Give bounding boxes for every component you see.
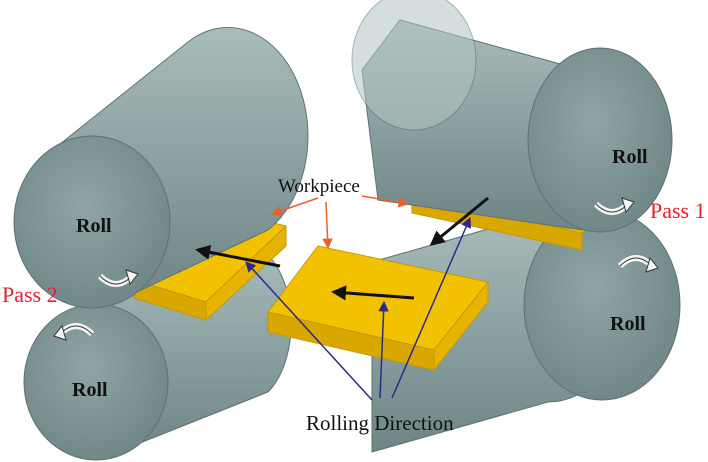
direction-arrow-icon	[429, 196, 489, 246]
rolling-direction-callout	[245, 217, 472, 401]
roll-label-bottom-right: Roll	[610, 313, 646, 335]
roll-label-bottom-left: Roll	[72, 379, 108, 401]
rotation-arrow-icon	[593, 197, 635, 215]
roll-top-left	[13, 26, 309, 309]
workpiece-label: Workpiece	[278, 176, 360, 197]
direction-arrow-icon	[331, 285, 415, 301]
workpiece-callout	[271, 195, 410, 250]
roll-label-top-left: Roll	[76, 215, 112, 237]
direction-arrow-icon	[195, 244, 281, 268]
rotation-arrow-icon	[53, 323, 95, 341]
pass-2-label: Pass 2	[2, 282, 58, 307]
rotation-arrow-icon	[97, 269, 139, 287]
rolling-direction-label: Rolling Direction	[306, 411, 454, 435]
roll-top-right	[351, 0, 673, 233]
rotation-arrow-icon	[617, 255, 659, 273]
roll-label-top-right: Roll	[612, 146, 648, 168]
workpiece-center	[267, 245, 489, 372]
pass-1-label: Pass 1	[650, 198, 706, 223]
